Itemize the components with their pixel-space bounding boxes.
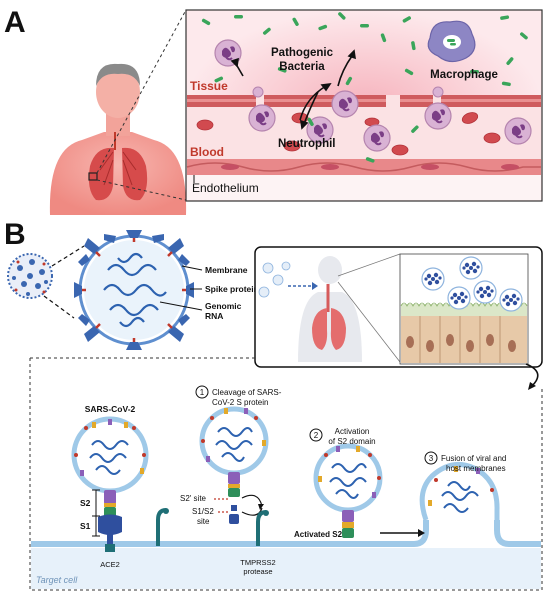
panel-b: B	[4, 218, 543, 591]
bacteria-label-line1: Pathogenic	[271, 47, 334, 59]
tmprss2-label-line2: protease	[243, 567, 272, 576]
spike-proteins	[74, 230, 194, 350]
panel-a-letter: A	[4, 6, 26, 39]
s2-label: S2	[80, 498, 91, 508]
blood-label: Blood	[190, 145, 224, 159]
tmprss2-label-line1: TMPRSS2	[240, 558, 275, 567]
step1-label-line1: Cleavage of SARS-	[212, 388, 282, 397]
zoom-line-virus-top	[51, 245, 85, 267]
small-virus-icon	[7, 253, 53, 299]
step2-label-line1: Activation	[335, 427, 370, 436]
step2-number-badge: 2	[309, 428, 323, 442]
s1s2-site-label-line2: site	[197, 517, 210, 526]
tmprss2-protease-left	[156, 508, 169, 546]
human-torso-figure	[49, 63, 187, 215]
sars-cov-2-title: SARS-CoV-2	[85, 404, 136, 414]
infection-route-box	[254, 246, 543, 368]
step1-number-badge: 1	[195, 385, 209, 399]
neutrophil-label: Neutrophil	[278, 138, 336, 150]
red-blood-cells	[196, 112, 501, 156]
spike-protein-label: Spike protein	[205, 284, 259, 294]
macrophage-cell	[427, 20, 476, 63]
tissue-blood-inset: Pathogenic Bacteria Macrophage Tissue Ne…	[185, 9, 543, 202]
tissue-label: Tissue	[190, 79, 228, 93]
bacteria-label-line2: Bacteria	[279, 61, 325, 73]
virion-step2-activation	[313, 443, 383, 538]
genomic-rna-label-line2: RNA	[205, 311, 223, 321]
genomic-rna	[103, 252, 167, 328]
macrophage-label: Macrophage	[430, 69, 498, 81]
tmprss2-protease-right	[256, 510, 269, 546]
virion-step1-cleavage	[199, 406, 269, 524]
activated-s2-label: Activated S2	[294, 530, 343, 539]
zoom-lines	[96, 9, 187, 201]
virion-bound-ace2	[71, 416, 149, 552]
panel-b-letter: B	[4, 218, 26, 251]
virion-step3-fusion	[419, 461, 500, 521]
zoom-region-marker	[88, 172, 98, 181]
neutrophil-cells	[214, 39, 532, 152]
zoom-line-virus-bottom	[43, 295, 75, 319]
step2-number: 2	[314, 431, 319, 440]
genomic-rna-label-line1: Genomic	[205, 301, 242, 311]
mechanism-frame	[29, 358, 543, 591]
target-cell-label: Target cell	[36, 575, 78, 585]
zoom-arrow	[525, 363, 539, 387]
ace2-label: ACE2	[100, 560, 120, 569]
target-cell	[31, 520, 541, 589]
step1-label-line2: CoV-2 S protein	[212, 398, 268, 407]
s2-prime-site-label: S2' site	[180, 494, 207, 503]
step3-number: 3	[429, 454, 434, 463]
step2-label-line2: of S2 domain	[328, 437, 375, 446]
step3-label-line2: host membranes	[446, 464, 506, 473]
bacteria	[201, 12, 528, 163]
panel-a: A	[4, 6, 543, 215]
migration-arrows	[230, 49, 356, 130]
step1-number: 1	[200, 388, 205, 397]
step3-label-line1: Fusion of viral and	[441, 454, 506, 463]
step3-number-badge: 3	[424, 451, 438, 465]
endothelium-label: Endothelium	[192, 181, 259, 195]
membrane-label: Membrane	[205, 265, 248, 275]
airway-epithelium-inset	[399, 253, 529, 365]
person-airway-figure	[298, 256, 362, 362]
sars-cov-2-virion: Membrane Spike protein Genomic RNA	[74, 230, 259, 350]
s1s2-site-label-line1: S1/S2	[192, 507, 214, 516]
s1-label: S1	[80, 521, 91, 531]
